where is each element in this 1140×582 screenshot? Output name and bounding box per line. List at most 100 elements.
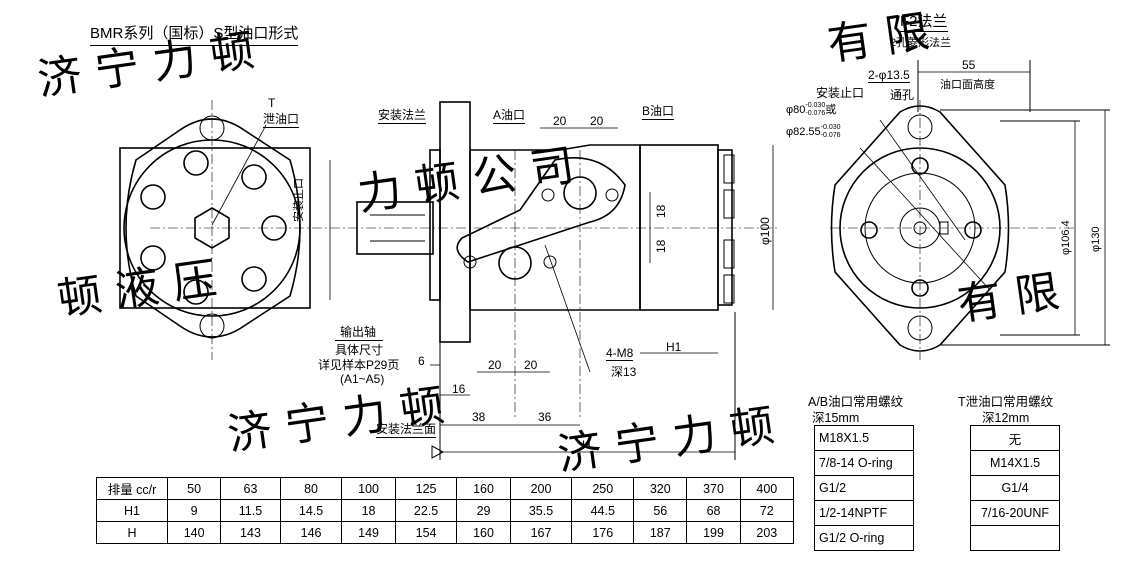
value-cell: 44.5: [571, 499, 635, 522]
value-cell: 22.5: [394, 499, 458, 522]
value-cell: 203: [739, 521, 795, 544]
displacement-cell: 250: [571, 477, 635, 500]
phi82-label: φ82.55-0.030-0.076: [786, 124, 841, 140]
front-view: [119, 100, 330, 360]
value-cell: 154: [394, 521, 458, 544]
dim-36: 36: [538, 410, 552, 424]
dim-18-b: 18: [654, 239, 668, 253]
dim-phi1064: φ106.4: [1060, 220, 1072, 255]
flange-subtitle: 2孔菱形法兰: [890, 37, 952, 49]
phi82-value: φ82.55: [786, 125, 821, 138]
table-row: 无: [970, 425, 1060, 451]
value-cell: 143: [220, 521, 281, 544]
phi80-tol-up: -0.030: [805, 102, 826, 110]
ab-thread-cell: G1/2 O-ring: [814, 525, 914, 551]
mount-flange-label: 安装法兰: [378, 108, 427, 124]
table-row: 排量 cc/r 50 63 80 100 125 160 200 250 320…: [96, 477, 795, 500]
ab-thread-cell: 7/8-14 O-ring: [814, 450, 914, 476]
side-view: [329, 101, 780, 460]
dim-h: H: [582, 438, 591, 452]
svg-text:力 顿 公 司: 力 顿 公 司: [354, 140, 577, 221]
value-cell: 18: [341, 499, 396, 522]
value-cell: 9: [166, 499, 222, 522]
t-thread-cell: G1/4: [970, 475, 1060, 501]
holes-label: 2-φ13.5: [868, 68, 910, 83]
dim-18-a: 18: [654, 204, 668, 218]
row-label-cell: H: [96, 521, 168, 544]
value-cell: 68: [686, 499, 741, 522]
dim-55: 55: [962, 58, 976, 72]
dim-phi100: φ100: [758, 217, 772, 245]
displacement-cell: 320: [633, 477, 688, 500]
phi82-tol-up: -0.030: [820, 124, 841, 131]
phi80-value: φ80: [786, 104, 806, 116]
t-table-title: T泄油口常用螺纹: [958, 395, 1054, 409]
displacement-cell: 50: [166, 477, 222, 500]
t-port-label: 泄油口: [263, 112, 300, 128]
b-port-label: B油口: [642, 104, 675, 120]
t-thread-cell: [970, 525, 1060, 551]
displacement-table: 排量 cc/r 50 63 80 100 125 160 200 250 320…: [96, 477, 795, 544]
ab-thread-cell: 1/2-14NPTF: [814, 500, 914, 526]
displacement-cell: 63: [220, 477, 281, 500]
value-cell: 160: [456, 521, 511, 544]
ab-thread-cell: G1/2: [814, 475, 914, 501]
header-cell: 排量 cc/r: [96, 477, 168, 500]
t-thread-cell: M14X1.5: [970, 450, 1060, 476]
table-row: H1 9 11.5 14.5 18 22.5 29 35.5 44.5 56 6…: [96, 499, 795, 522]
shaft-ref-label: 详见样本P29页: [318, 358, 400, 372]
output-shaft-label: 输出轴: [340, 325, 377, 339]
dim-20-b: 20: [590, 114, 604, 128]
value-cell: 149: [341, 521, 396, 544]
displacement-cell: 80: [279, 477, 343, 500]
through-label: 通孔: [890, 88, 915, 102]
phi80-tol-lo: -0.076: [805, 110, 826, 118]
mount-spigot-vertical: 安装止口: [293, 178, 305, 222]
port-height-label: 油口面高度: [940, 79, 995, 91]
spigot-label: 安装止口: [816, 86, 865, 100]
rear-view: [830, 60, 1110, 360]
table-row: G1/2: [814, 475, 914, 501]
svg-text:有 限: 有 限: [954, 266, 1062, 331]
ab-thread-cell: M18X1.5: [814, 425, 914, 451]
dim-6: 6: [418, 354, 425, 368]
t-port-letter: T: [268, 96, 276, 110]
value-cell: 167: [509, 521, 573, 544]
or-label: 或: [825, 104, 837, 116]
t-table-subtitle: 深12mm: [982, 411, 1030, 425]
ab-thread-table: M18X1.5 7/8-14 O-ring G1/2 1/2-14NPTF G1…: [814, 425, 914, 551]
flange-title: F2法兰: [900, 10, 948, 32]
dim-38: 38: [472, 410, 486, 424]
value-cell: 14.5: [279, 499, 343, 522]
row-label-cell: H1: [96, 499, 168, 522]
table-row: [970, 525, 1060, 551]
dim-20-a: 20: [553, 114, 567, 128]
dim-h1: H1: [666, 340, 682, 354]
table-row: 7/16-20UNF: [970, 500, 1060, 526]
ab-table-title: A/B油口常用螺纹: [808, 395, 904, 409]
displacement-cell: 200: [509, 477, 573, 500]
displacement-cell: 160: [456, 477, 511, 500]
table-row: 7/8-14 O-ring: [814, 450, 914, 476]
displacement-cell: 100: [341, 477, 396, 500]
dim-phi130: φ130: [1090, 226, 1102, 253]
value-cell: 56: [633, 499, 688, 522]
t-thread-cell: 7/16-20UNF: [970, 500, 1060, 526]
value-cell: 11.5: [220, 499, 281, 522]
table-row: G1/2 O-ring: [814, 525, 914, 551]
shaft-models-label: (A1~A5): [340, 372, 385, 386]
table-row: H 140 143 146 149 154 160 167 176 187 19…: [96, 521, 795, 544]
ab-table-subtitle: 深15mm: [812, 411, 860, 425]
table-row: M14X1.5: [970, 450, 1060, 476]
table-row: M18X1.5: [814, 425, 914, 451]
a-port-label: A油口: [493, 108, 526, 124]
t-thread-table: 无 M14X1.5 G1/4 7/16-20UNF: [970, 425, 1060, 551]
table-row: 1/2-14NPTF: [814, 500, 914, 526]
value-cell: 146: [279, 521, 343, 544]
value-cell: 72: [739, 499, 795, 522]
displacement-cell: 125: [394, 477, 458, 500]
value-cell: 29: [456, 499, 511, 522]
t-thread-cell: 无: [970, 425, 1060, 451]
